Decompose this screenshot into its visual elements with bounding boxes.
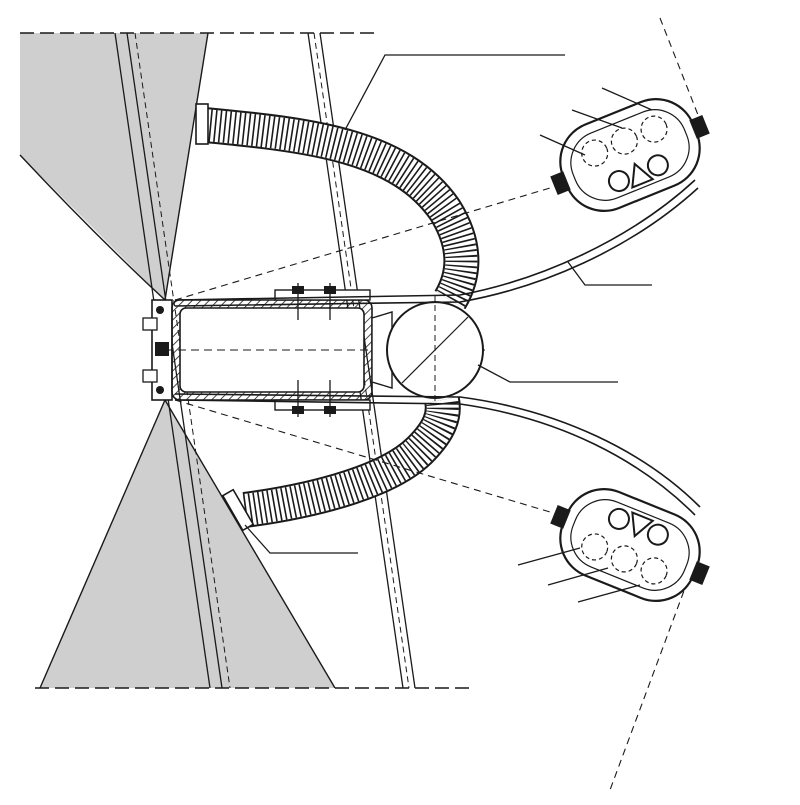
leader-hose-end bbox=[244, 524, 358, 554]
carrier-lower bbox=[550, 488, 710, 602]
leader-carrier-6 bbox=[577, 584, 641, 603]
leader-carrier-4 bbox=[517, 547, 581, 566]
leader-carrier-2 bbox=[571, 109, 623, 129]
leader-carrier-5 bbox=[547, 567, 609, 586]
mount-plate bbox=[142, 299, 173, 401]
upper-sector-edge bbox=[19, 154, 166, 301]
leader-strap bbox=[567, 261, 652, 286]
corrugated-hose-lower bbox=[221, 396, 461, 532]
lower-shaded-sector bbox=[40, 400, 335, 688]
leader-hose bbox=[344, 54, 565, 131]
round-pipe bbox=[386, 295, 484, 405]
curved-support-strap-lower bbox=[174, 393, 701, 516]
leader-carrier-1 bbox=[601, 87, 653, 111]
structural-post bbox=[19, 32, 416, 689]
corrugated-hose-upper bbox=[195, 103, 480, 310]
leader-lines bbox=[244, 54, 653, 603]
leader-pipe bbox=[477, 364, 618, 383]
upper-shaded-sector bbox=[20, 33, 208, 300]
leader-carrier-3 bbox=[539, 134, 586, 156]
rectangular-housing bbox=[165, 283, 490, 417]
carrier-upper bbox=[550, 98, 710, 212]
curved-support-strap-upper bbox=[174, 179, 699, 307]
construction-lines bbox=[174, 17, 701, 791]
